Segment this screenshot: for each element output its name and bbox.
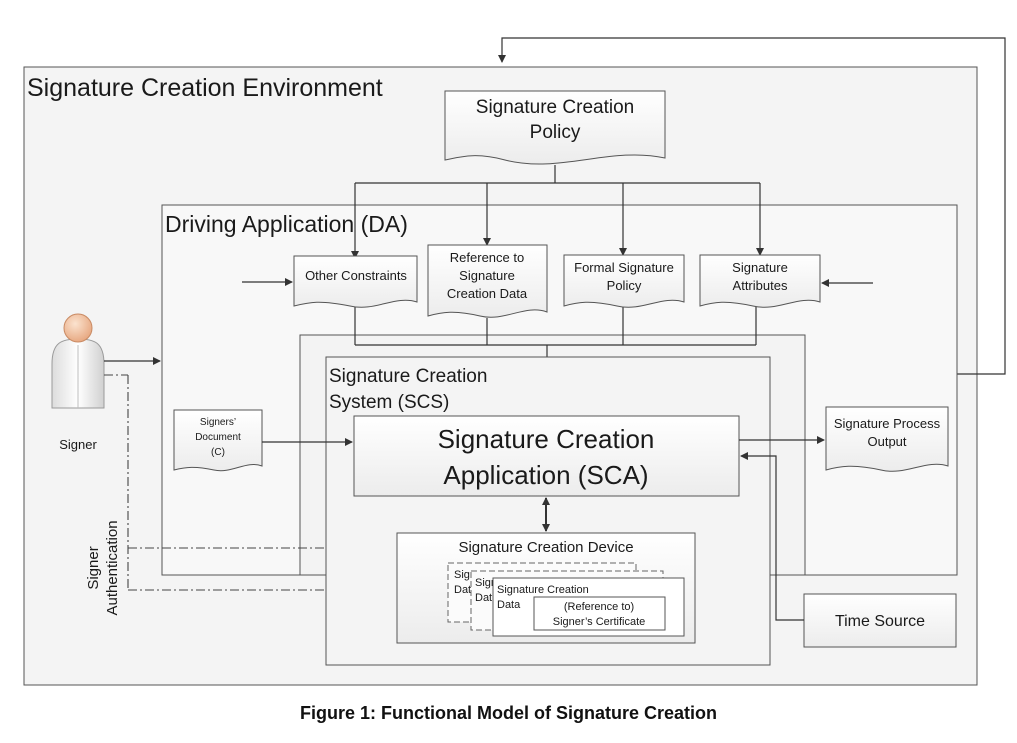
time-source-box [803, 593, 957, 648]
signer-label: Signer [59, 437, 97, 452]
svg-text:Output: Output [867, 434, 906, 449]
svg-text:Policy: Policy [607, 278, 642, 293]
policy-branch-connectors [351, 165, 764, 259]
svg-text:Authentication: Authentication [104, 520, 121, 615]
sca-box [353, 415, 740, 497]
svg-text:(Reference to): (Reference to) [564, 601, 634, 613]
svg-text:Signer: Signer [85, 546, 102, 589]
formal-signature-policy-doc: Formal Signature Policy [563, 254, 685, 308]
signers-document: Signers’ Document (C) [173, 409, 263, 472]
driving-application-title: Driving Application (DA) [165, 211, 408, 237]
feedback-loop-connector [498, 37, 1006, 375]
time-source-to-sca-arrow [740, 452, 804, 621]
svg-text:Signer’s Certificate: Signer’s Certificate [553, 616, 646, 628]
svg-text:Signature Creation: Signature Creation [476, 97, 634, 118]
functional-model-diagram: Signature Creation Environment Signature… [23, 37, 1006, 686]
signature-attributes-doc: Signature Attributes [699, 254, 821, 308]
svg-text:Signers’: Signers’ [200, 417, 236, 428]
svg-text:Signature: Signature [732, 260, 788, 275]
svg-text:Policy: Policy [530, 122, 581, 143]
signature-process-output-doc: Signature Process Output [825, 406, 949, 472]
sca-title-line2: Application (SCA) [443, 460, 648, 490]
svg-text:Other Constraints: Other Constraints [305, 268, 407, 283]
svg-text:(C): (C) [211, 447, 225, 458]
signer-authentication-label: Signer Authentication [85, 520, 121, 615]
signature-creation-policy: Signature Creation Policy [444, 90, 666, 165]
svg-text:Data: Data [497, 599, 521, 611]
svg-text:Attributes: Attributes [733, 278, 788, 293]
svg-text:Sign: Sign [475, 577, 497, 589]
svg-text:Formal Signature: Formal Signature [574, 260, 674, 275]
reference-signature-creation-data-doc: Reference to Signature Creation Data [427, 244, 548, 318]
scd-title: Signature Creation Device [458, 539, 633, 556]
figure-caption: Figure 1: Functional Model of Signature … [299, 703, 717, 723]
environment-title: Signature Creation Environment [27, 74, 383, 102]
svg-text:Creation Data: Creation Data [447, 286, 528, 301]
svg-text:Signature Creation: Signature Creation [497, 584, 589, 596]
scs-title-line1: Signature Creation [329, 366, 487, 387]
svg-text:Signature: Signature [459, 268, 515, 283]
svg-text:Reference to: Reference to [450, 250, 524, 265]
svg-text:Document: Document [195, 432, 241, 443]
other-constraints-doc: Other Constraints [293, 255, 418, 308]
sca-title-line1: Signature Creation [438, 424, 655, 454]
signer-person-icon [51, 313, 105, 409]
signer-certificate-box: (Reference to) Signer’s Certificate [533, 596, 666, 631]
svg-text:Signature Process: Signature Process [834, 416, 941, 431]
time-source-label: Time Source [835, 613, 925, 630]
scs-title-line2: System (SCS) [329, 392, 449, 413]
